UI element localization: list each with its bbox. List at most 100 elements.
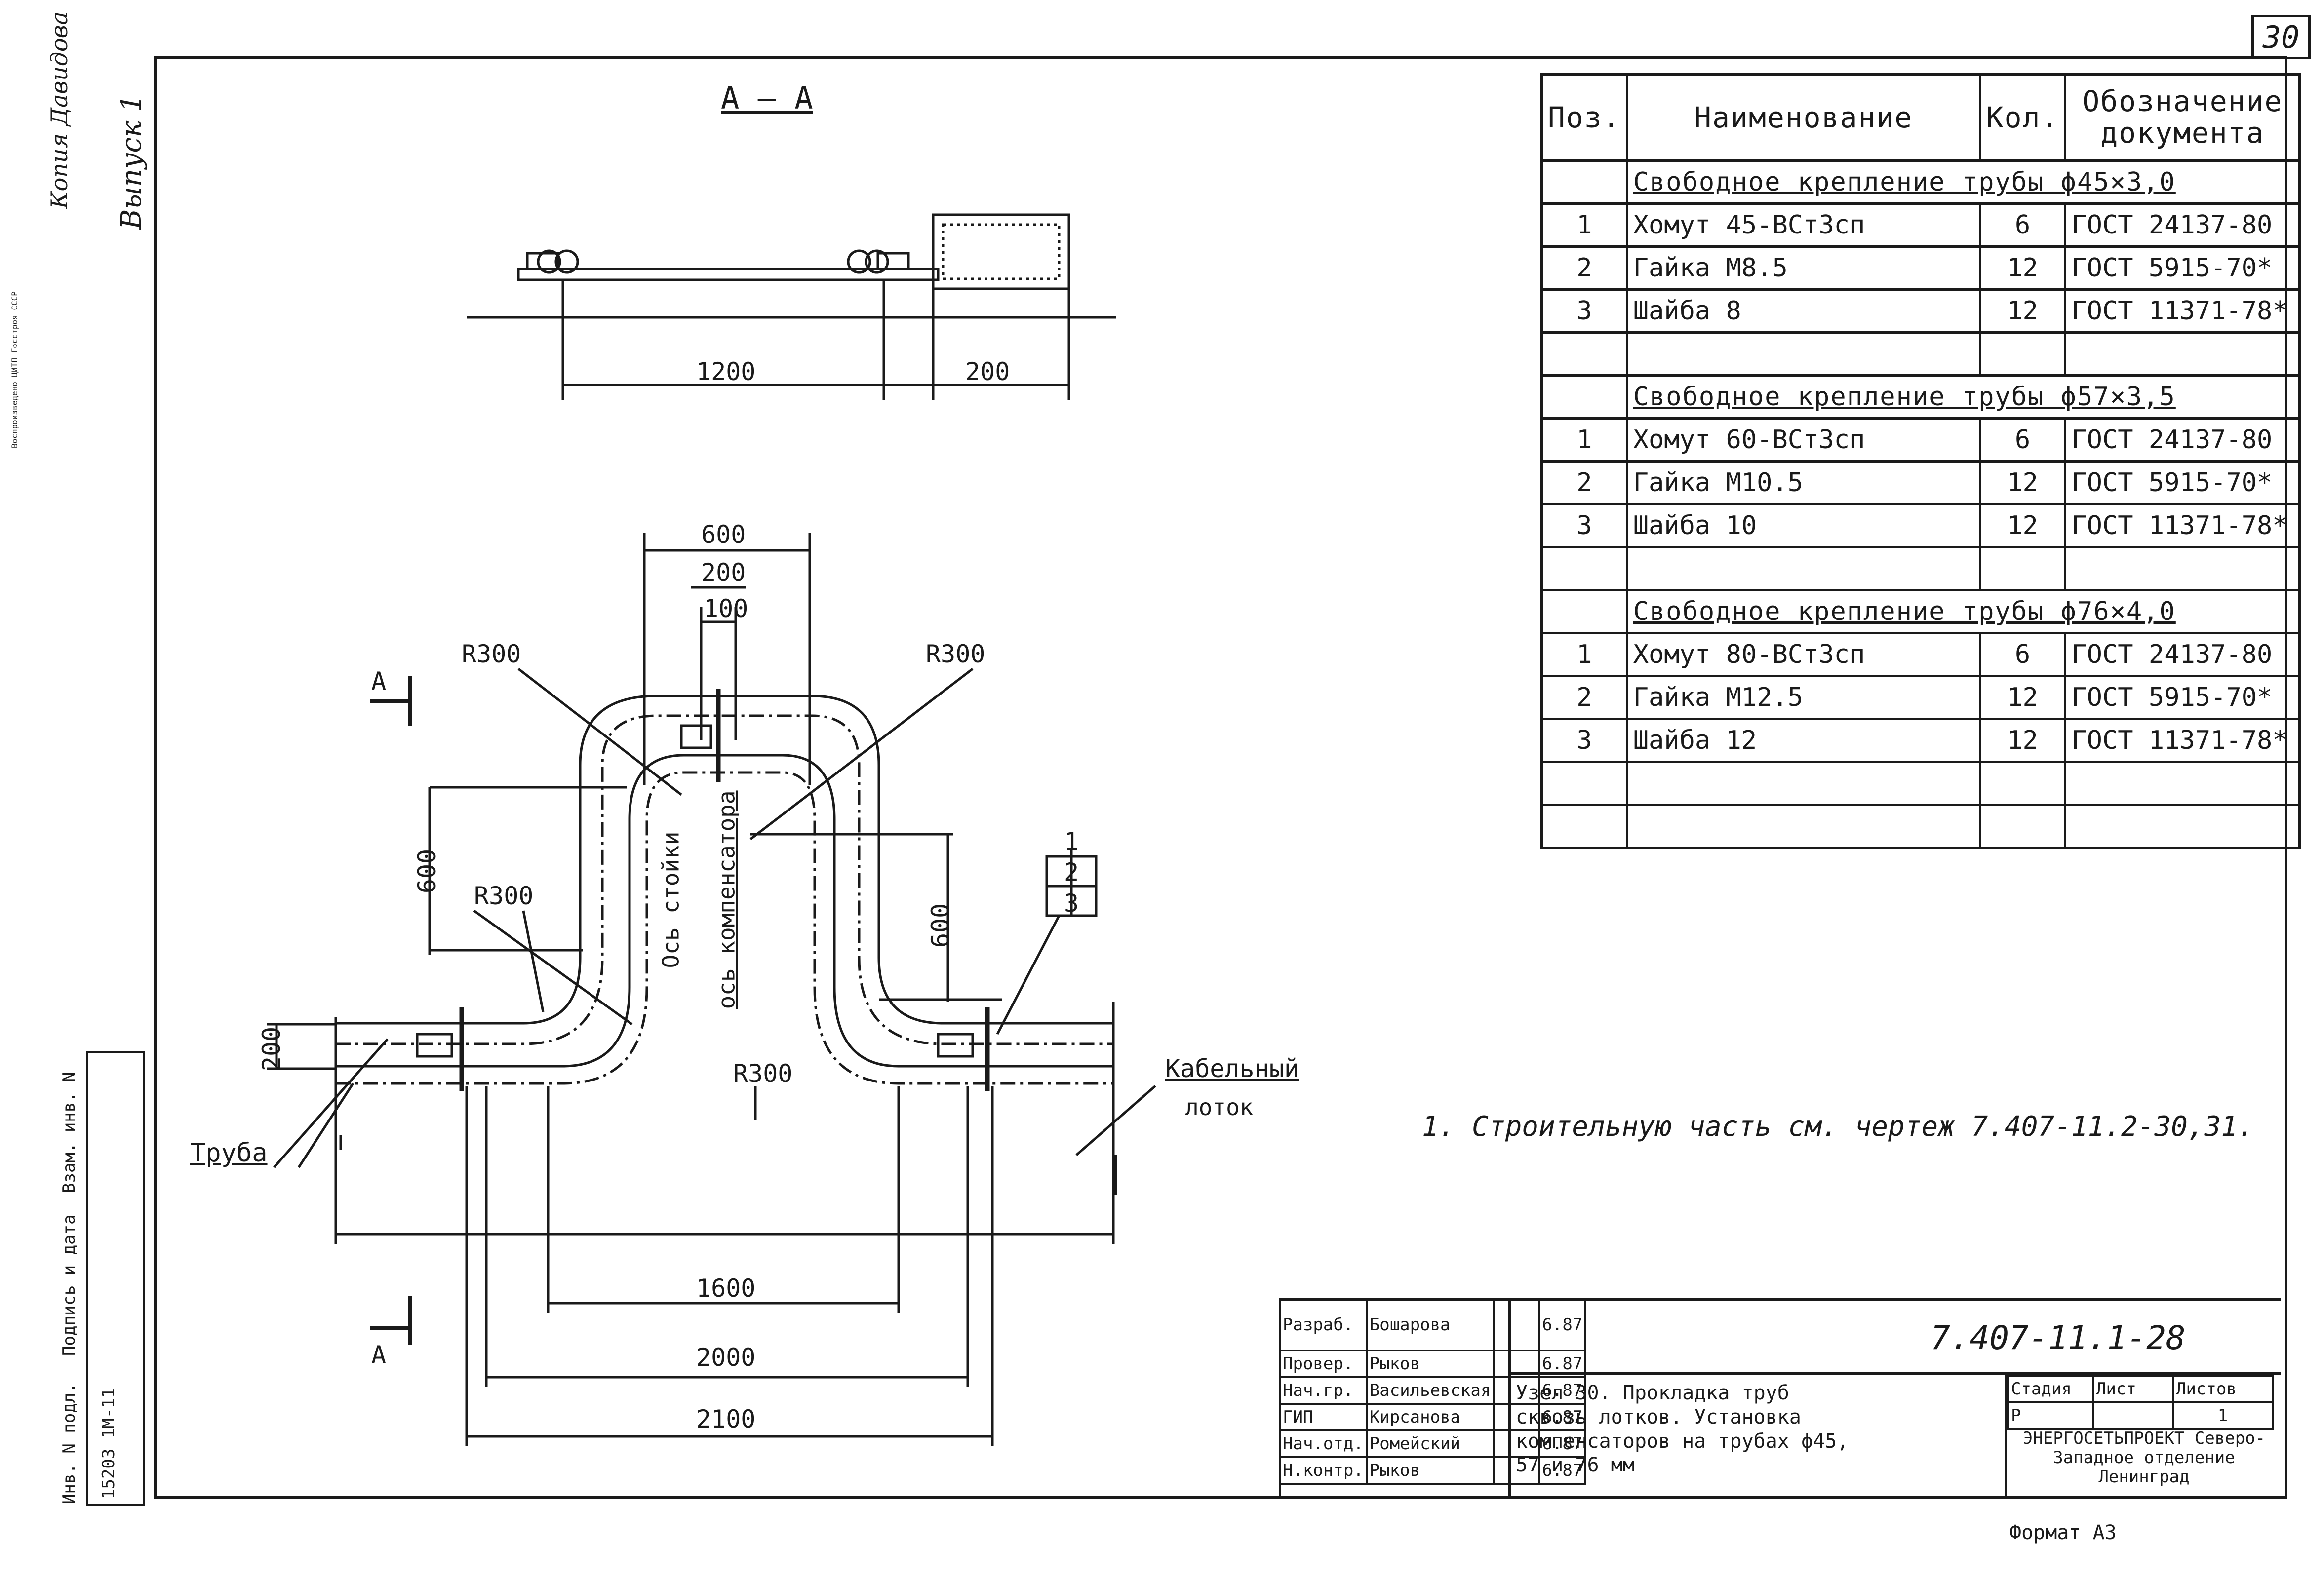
tray-label: Кабельный <box>1165 1054 1299 1083</box>
callout-1: 1 <box>1064 827 1079 856</box>
role-date: 6.87 <box>1538 1456 1587 1485</box>
axis-label: Ось стойки <box>657 831 684 968</box>
dim-100-top: 100 <box>704 594 748 623</box>
spec-qty: 12 <box>1978 718 2067 763</box>
spec-empty-row <box>1540 804 2301 849</box>
section-cut-label: А <box>371 1341 387 1369</box>
callout-2: 2 <box>1064 858 1079 887</box>
spec-section-row: Свободное крепление трубы ϕ45×3,0 <box>1540 159 2301 205</box>
spec-qty: 6 <box>1978 202 2067 248</box>
side-stamp <box>86 1051 145 1506</box>
dim-600-left: 600 <box>413 849 442 894</box>
spec-name: Гайка М10.5 <box>1625 460 1981 505</box>
stage-value: Р <box>2007 1401 2094 1430</box>
role-date: 6.87 <box>1538 1403 1587 1431</box>
spec-section-title: Свободное крепление трубы ϕ57×3,5 <box>1625 374 2301 420</box>
role-sign <box>1493 1376 1540 1405</box>
spec-empty-row <box>1540 761 2301 806</box>
spec-header-qty: Кол. <box>1978 73 2067 162</box>
spec-doc: ГОСТ 24137-80 <box>2064 632 2301 677</box>
sheet-value <box>2092 1401 2174 1430</box>
dim-1200: 1200 <box>696 357 756 386</box>
role-date: 6.87 <box>1538 1429 1587 1458</box>
role-label: Нач.отд. <box>1279 1429 1368 1458</box>
role-name: Ромейский <box>1365 1429 1495 1458</box>
sheets-value: 1 <box>2172 1401 2274 1430</box>
role-date: 6.87 <box>1538 1376 1587 1405</box>
role-sign <box>1493 1298 1540 1351</box>
spec-qty: 12 <box>1978 288 2067 334</box>
spec-name: Шайба 10 <box>1625 503 1981 548</box>
specification-table: Поз. Наименование Кол. Обозначение докум… <box>1540 73 2301 849</box>
role-label: Н.контр. <box>1279 1456 1368 1485</box>
callout-3: 3 <box>1064 889 1079 918</box>
sheets-label: Листов <box>2172 1375 2274 1403</box>
role-label: ГИП <box>1279 1403 1368 1431</box>
spec-qty: 12 <box>1978 675 2067 720</box>
spec-name: Гайка М8.5 <box>1625 245 1981 291</box>
document-number: 7.407-11.1-28 <box>1930 1319 2186 1357</box>
role-date: 6.87 <box>1538 1298 1587 1351</box>
spec-pos: 3 <box>1540 288 1628 334</box>
role-sign <box>1493 1456 1540 1485</box>
spec-qty: 6 <box>1978 632 2067 677</box>
spec-pos: 1 <box>1540 417 1628 463</box>
spec-doc: ГОСТ 5915-70* <box>2064 245 2301 291</box>
pipe-label: Труба <box>190 1138 268 1168</box>
spec-pos: 1 <box>1540 202 1628 248</box>
spec-doc: ГОСТ 11371-78* <box>2064 718 2301 763</box>
spec-name: Шайба 12 <box>1625 718 1981 763</box>
spec-pos: 1 <box>1540 632 1628 677</box>
spec-pos: 2 <box>1540 675 1628 720</box>
spec-doc: ГОСТ 5915-70* <box>2064 675 2301 720</box>
section-aa-view <box>467 213 1116 400</box>
spec-header-row: Поз. Наименование Кол. Обозначение докум… <box>1540 73 2301 162</box>
dim-200-top: 200 <box>701 558 746 587</box>
spec-section-row: Свободное крепление трубы ϕ57×3,5 <box>1540 374 2301 420</box>
spec-name: Хомут 45-ВСт3сп <box>1625 202 1981 248</box>
role-sign <box>1493 1403 1540 1431</box>
spec-header-pos: Поз. <box>1540 73 1628 162</box>
spec-pos: 3 <box>1540 503 1628 548</box>
stage-label: Стадия <box>2007 1375 2094 1403</box>
dim-200-left: 200 <box>257 1026 286 1072</box>
role-name: Кирсанова <box>1365 1403 1495 1431</box>
spec-pos: 3 <box>1540 718 1628 763</box>
radius-label: R300 <box>462 640 521 668</box>
title-divider <box>1508 1372 2281 1375</box>
spec-qty: 12 <box>1978 460 2067 505</box>
role-name: Рыков <box>1365 1350 1495 1378</box>
spec-qty: 12 <box>1978 503 2067 548</box>
spec-name: Хомут 80-ВСт3сп <box>1625 632 1981 677</box>
role-row: Нач.отд.Ромейский 6.87 <box>1279 1429 1587 1458</box>
dim-1600: 1600 <box>696 1274 756 1303</box>
tray-label: лоток <box>1185 1094 1254 1120</box>
spec-name: Хомут 60-ВСт3сп <box>1625 417 1981 463</box>
spec-doc: ГОСТ 24137-80 <box>2064 417 2301 463</box>
spec-section-title: Свободное крепление трубы ϕ76×4,0 <box>1625 589 2301 634</box>
dim-2100: 2100 <box>696 1405 756 1433</box>
section-cut-label: А <box>371 667 387 695</box>
spec-empty-row <box>1540 331 2301 377</box>
spec-doc: ГОСТ 11371-78* <box>2064 288 2301 334</box>
compensator-plan <box>267 533 1156 1446</box>
spec-pos: 2 <box>1540 460 1628 505</box>
section-label: А – А <box>721 80 813 116</box>
